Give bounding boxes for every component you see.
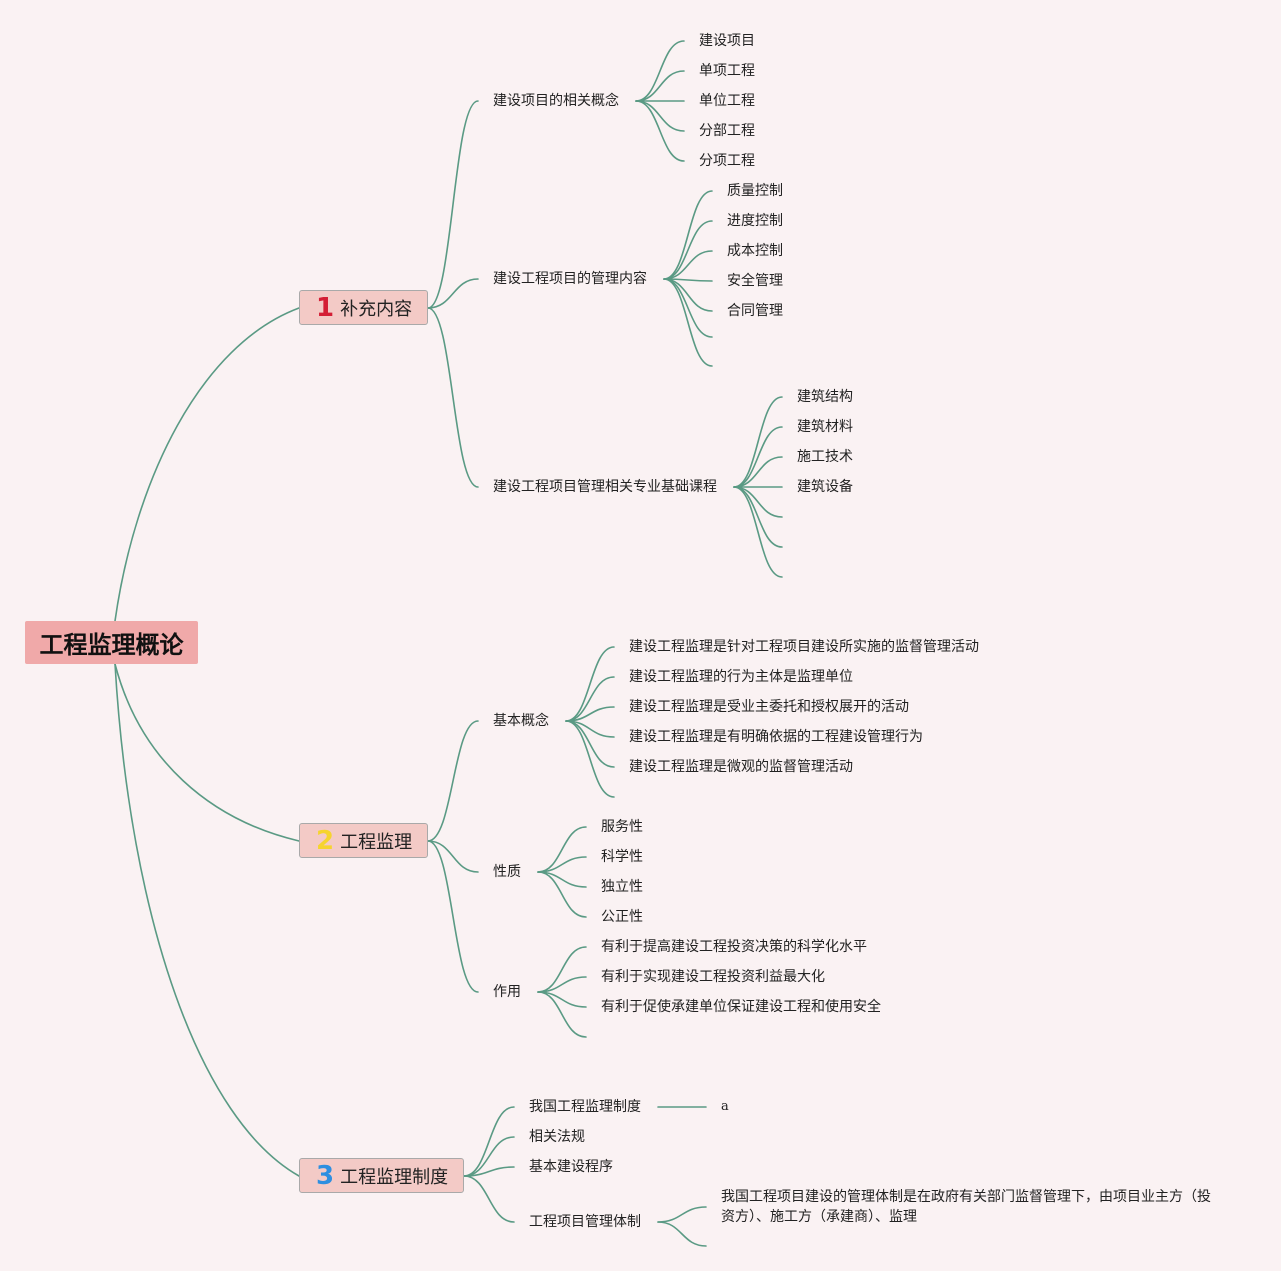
leaf-1-3-3[interactable]: 施工技术 xyxy=(797,449,853,465)
connector-sub2-1-leaf-1 xyxy=(565,646,615,722)
topic-number-2: 2 xyxy=(316,825,335,856)
connector-topic3-sub-4 xyxy=(463,1175,515,1223)
leaf-1-1-4[interactable]: 分部工程 xyxy=(699,123,755,139)
connector-sub1-2-leaf-3 xyxy=(663,250,713,280)
subtopic-1-3[interactable]: 建设工程项目管理相关专业基础课程 xyxy=(493,479,717,495)
leaf-1-2-2[interactable]: 进度控制 xyxy=(727,213,783,229)
topic-node-1[interactable]: 1 补充内容 xyxy=(299,290,428,325)
subtopic-1-1[interactable]: 建设项目的相关概念 xyxy=(493,93,619,109)
connector-topic1-sub-2 xyxy=(427,278,479,309)
connector-root-topic-3 xyxy=(114,663,300,1177)
connector-sub1-1-leaf-2 xyxy=(635,70,685,102)
connector-topic3-sub-3 xyxy=(463,1166,515,1177)
leaf-3-4-1[interactable]: 我国工程项目建设的管理体制是在政府有关部门监督管理下，由项目业主方（投资方）、施… xyxy=(721,1189,1211,1225)
connector-sub1-2-leaf-6 xyxy=(663,278,713,338)
topic-label-3: 工程监理制度 xyxy=(340,1166,449,1188)
subtopic-3-3[interactable]: 基本建设程序 xyxy=(529,1159,613,1175)
subtopic-2-1[interactable]: 基本概念 xyxy=(493,713,549,729)
connector-topic1-sub-1 xyxy=(427,100,479,309)
connector-sub1-3-leaf-6 xyxy=(733,486,783,548)
connector-sub1-1-leaf-4 xyxy=(635,100,685,132)
leaf-1-1-2[interactable]: 单项工程 xyxy=(699,63,755,79)
leaf-1-1-5[interactable]: 分项工程 xyxy=(699,153,755,169)
connector-sub2-3-leaf-4 xyxy=(537,991,587,1038)
leaf-1-2-1[interactable]: 质量控制 xyxy=(727,183,783,199)
connector-topic2-sub-1 xyxy=(427,720,479,842)
leaf-2-1-4[interactable]: 建设工程监理是有明确依据的工程建设管理行为 xyxy=(629,729,923,745)
connector-topic2-sub-3 xyxy=(427,840,479,993)
leaf-3-1-1[interactable]: a xyxy=(721,1099,729,1114)
connector-sub1-3-leaf-5 xyxy=(733,486,783,518)
leaf-2-2-3[interactable]: 独立性 xyxy=(601,879,643,895)
leaf-2-2-4[interactable]: 公正性 xyxy=(601,909,643,925)
subtopic-2-3[interactable]: 作用 xyxy=(493,984,521,1000)
connector-sub2-2-leaf-4 xyxy=(537,871,587,918)
connector-sub1-1-leaf-5 xyxy=(635,100,685,162)
topic-number-3: 3 xyxy=(316,1160,335,1191)
leaf-1-3-4[interactable]: 建筑设备 xyxy=(797,479,853,495)
connector-sub1-2-leaf-1 xyxy=(663,190,713,280)
subtopic-1-2[interactable]: 建设工程项目的管理内容 xyxy=(493,271,647,287)
connector-sub2-1-leaf-6 xyxy=(565,720,615,798)
root-title: 工程监理概论 xyxy=(39,631,184,659)
connector-root-topic-2 xyxy=(114,663,300,842)
leaf-2-1-3[interactable]: 建设工程监理是受业主委托和授权展开的活动 xyxy=(629,699,909,715)
leaf-2-2-2[interactable]: 科学性 xyxy=(601,849,643,865)
topic-number-1: 1 xyxy=(316,292,335,323)
connector-sub1-2-leaf-7 xyxy=(663,278,713,367)
connector-sub2-1-leaf-2 xyxy=(565,676,615,722)
connector-sub3-4-leaf-1 xyxy=(657,1206,707,1223)
leaf-1-3-1[interactable]: 建筑结构 xyxy=(797,389,853,405)
leaf-1-2-4[interactable]: 安全管理 xyxy=(727,273,783,289)
connector-topic1-sub-3 xyxy=(427,307,479,488)
subtopic-3-1[interactable]: 我国工程监理制度 xyxy=(529,1099,641,1115)
leaf-2-3-3[interactable]: 有利于促使承建单位保证建设工程和使用安全 xyxy=(601,999,881,1015)
connector-sub1-3-leaf-2 xyxy=(733,426,783,488)
connector-sub1-1-leaf-1 xyxy=(635,40,685,102)
connector-root-topic-1 xyxy=(114,307,300,622)
leaf-2-3-2[interactable]: 有利于实现建设工程投资利益最大化 xyxy=(601,969,825,985)
connector-topic2-sub-2 xyxy=(427,840,479,873)
connector-sub3-4-leaf-2 xyxy=(657,1221,707,1247)
subtopic-3-2[interactable]: 相关法规 xyxy=(529,1129,585,1145)
connector-sub1-3-leaf-1 xyxy=(733,396,783,488)
topic-label-2: 工程监理 xyxy=(340,831,413,853)
connector-sub2-2-leaf-1 xyxy=(537,826,587,873)
leaf-2-2-1[interactable]: 服务性 xyxy=(601,819,643,835)
root-node[interactable]: 工程监理概论 xyxy=(25,621,198,664)
connector-sub1-3-leaf-7 xyxy=(733,486,783,578)
connector-sub1-2-leaf-2 xyxy=(663,220,713,280)
connector-sub1-3-leaf-3 xyxy=(733,456,783,488)
topic-node-3[interactable]: 3 工程监理制度 xyxy=(299,1158,464,1193)
leaf-1-3-2[interactable]: 建筑材料 xyxy=(797,419,853,435)
leaf-2-1-5[interactable]: 建设工程监理是微观的监督管理活动 xyxy=(629,759,853,775)
leaf-1-1-3[interactable]: 单位工程 xyxy=(699,93,755,109)
topic-label-1: 补充内容 xyxy=(340,298,413,320)
subtopic-3-4[interactable]: 工程项目管理体制 xyxy=(529,1214,641,1230)
leaf-2-3-1[interactable]: 有利于提高建设工程投资决策的科学化水平 xyxy=(601,939,867,955)
leaf-1-2-5[interactable]: 合同管理 xyxy=(727,303,783,319)
connector-topic3-sub-1 xyxy=(463,1106,515,1177)
connector-sub2-3-leaf-1 xyxy=(537,946,587,993)
leaf-1-1-1[interactable]: 建设项目 xyxy=(699,33,755,49)
subtopic-2-2[interactable]: 性质 xyxy=(493,864,521,880)
leaf-1-2-3[interactable]: 成本控制 xyxy=(727,243,783,259)
leaf-2-1-1[interactable]: 建设工程监理是针对工程项目建设所实施的监督管理活动 xyxy=(629,639,979,655)
topic-node-2[interactable]: 2 工程监理 xyxy=(299,823,428,858)
leaf-2-1-2[interactable]: 建设工程监理的行为主体是监理单位 xyxy=(629,669,853,685)
